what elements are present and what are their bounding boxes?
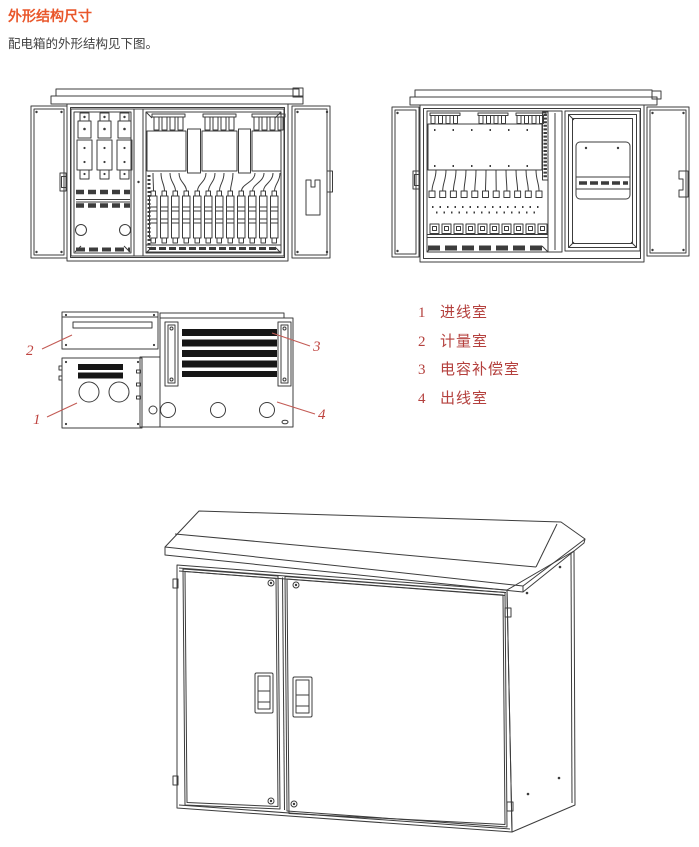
callout-3-label: 3 [312, 339, 321, 355]
outgoing-compartment [142, 108, 286, 257]
door-handle-icon [305, 179, 321, 216]
wiring-compartment [426, 110, 549, 253]
divider [547, 110, 563, 253]
legend-item: 1 进线室 [418, 301, 520, 330]
vent-bracket-left [164, 321, 179, 387]
vent-slats [182, 329, 277, 377]
legend-item-number: 4 [418, 390, 426, 407]
callout-1: 1 [33, 402, 78, 428]
figure-rear-view-open [391, 89, 690, 263]
page-title: 外形结构尺寸 [8, 8, 92, 24]
hinges [172, 578, 514, 812]
roof [409, 89, 662, 106]
terminal-row-upper [428, 190, 543, 198]
legend-item-number: 2 [418, 333, 426, 350]
meter-compartment [564, 110, 641, 252]
metering-compartment [70, 108, 135, 257]
legend-item-label: 进线室 [440, 304, 489, 321]
meter-window [575, 141, 631, 200]
right-door-open [291, 105, 333, 259]
leader-line [276, 401, 316, 415]
leader-line [41, 334, 73, 350]
roof [50, 87, 304, 105]
door-handle-icon [678, 170, 689, 198]
left-door-open [30, 105, 68, 259]
breaker-row [149, 190, 279, 244]
legend-item: 3 电容补偿室 [418, 358, 520, 387]
leader-line [46, 402, 78, 418]
left-door [182, 568, 281, 810]
busbar-curves [152, 172, 281, 192]
cabinet-body [176, 564, 513, 833]
leader-line [271, 332, 311, 347]
callout-4: 4 [276, 401, 326, 423]
terminal-row-lower [429, 223, 548, 234]
legend-item-number: 1 [418, 305, 426, 321]
right-door-open [646, 106, 690, 257]
callout-1-label: 1 [33, 412, 41, 428]
legend-item-label: 计量室 [440, 332, 489, 350]
figure-plan-view: 2 1 3 4 [26, 311, 326, 429]
rear-panel [427, 123, 543, 171]
door-handle-icon [59, 172, 67, 192]
busbar-curves [431, 169, 540, 192]
legend-item-number: 3 [418, 362, 426, 378]
intro-text: 配电箱的外形结构见下图。 [8, 37, 159, 51]
right-door [284, 576, 508, 828]
callout-2: 2 [26, 334, 73, 359]
door-handle-icon [292, 676, 313, 718]
metering-chamber-box [61, 311, 159, 350]
door-handle-icon [412, 170, 420, 190]
center-divider [133, 108, 144, 257]
left-door-open [391, 106, 420, 258]
cabinet-body [419, 104, 645, 263]
door-handle-icon [254, 672, 274, 714]
legend-item-label: 出线室 [440, 389, 489, 407]
figure-front-view-open [30, 87, 333, 262]
door-divider [282, 577, 285, 811]
figure-isometric-view [164, 510, 586, 833]
callout-3: 3 [271, 332, 321, 355]
incoming-chamber-box [58, 357, 143, 429]
vent-bracket-right [277, 321, 292, 387]
legend-item: 2 计量室 [418, 330, 520, 359]
side-panel [506, 550, 576, 833]
busbar-panels [146, 128, 282, 174]
door-screws [290, 581, 300, 808]
callout-2-label: 2 [26, 343, 34, 359]
legend-item: 4 出线室 [418, 387, 520, 416]
chamber-legend: 1 进线室 2 计量室 3 电容补偿室 4 出线室 [418, 301, 520, 415]
capacitor-outgoing-box [136, 312, 294, 428]
door-screws [267, 579, 275, 805]
breaker-modules-top [151, 113, 286, 131]
legend-item-label: 电容补偿室 [440, 361, 521, 378]
callout-4-label: 4 [318, 407, 326, 423]
roof [164, 510, 586, 593]
